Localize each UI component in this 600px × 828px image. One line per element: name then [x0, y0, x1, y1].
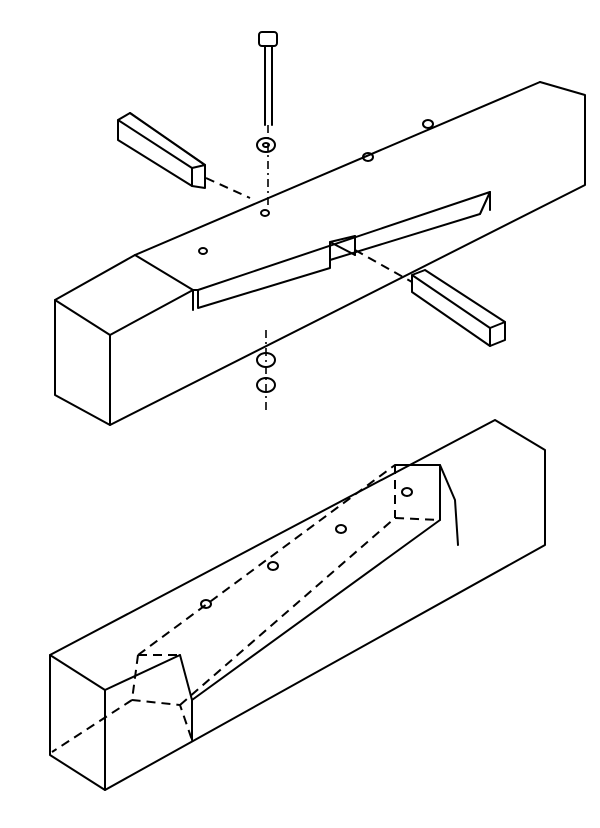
- bottom-beam-end-face: [49, 654, 106, 791]
- bolt-hole: [401, 487, 413, 497]
- bolt-hole: [422, 119, 434, 129]
- bottom-beam: [49, 419, 546, 791]
- top-beam: [54, 81, 586, 426]
- bolt-head: [258, 31, 278, 47]
- washer: [256, 137, 276, 153]
- bolt-hole: [260, 209, 270, 217]
- nut: [256, 377, 276, 393]
- top-beam-end-face: [54, 299, 111, 426]
- bolt-hole: [335, 524, 347, 534]
- bolt: [256, 31, 278, 410]
- washer: [256, 352, 276, 368]
- bolt-hole: [362, 152, 374, 162]
- wedge-right: [354, 249, 506, 347]
- bolt-hole: [200, 599, 212, 609]
- wedge-left: [117, 112, 251, 199]
- bolt-hole: [198, 247, 208, 255]
- bolt-hole: [267, 561, 279, 571]
